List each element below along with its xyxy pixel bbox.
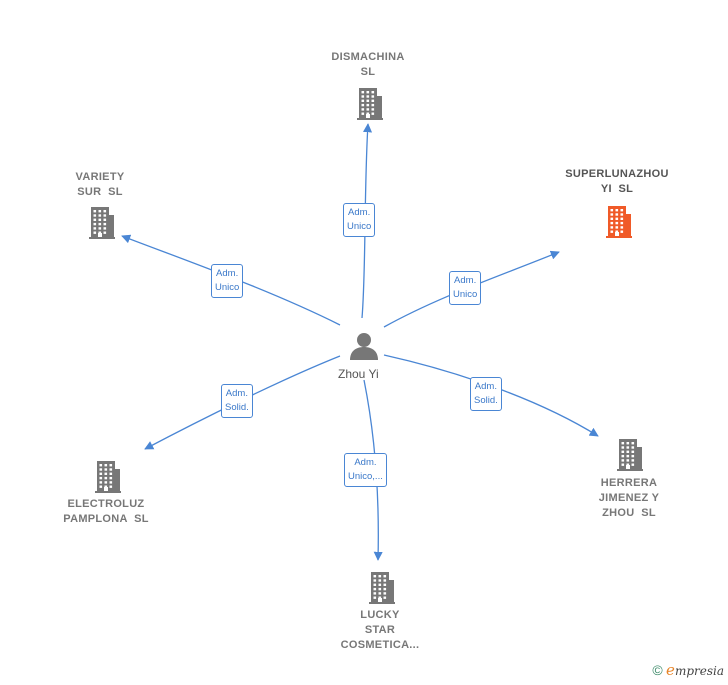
company-node-dismachina[interactable] [355,86,385,125]
center-person-name: Zhou Yi [338,367,379,381]
edge-label-lucky[interactable]: Adm.Unico,... [344,453,387,487]
company-node-superlunazhou[interactable] [604,204,634,243]
building-icon [617,439,643,471]
company-node-herrera[interactable] [615,437,645,476]
edge-label-electroluz[interactable]: Adm.Solid. [221,384,253,418]
edge-label-superlunazhou[interactable]: Adm.Unico [449,271,482,305]
edge-label-dismachina[interactable]: Adm.Unico [343,203,376,237]
person-icon [350,333,378,360]
company-node-variety[interactable] [87,205,117,244]
company-node-electroluz[interactable] [93,459,123,498]
center-person[interactable] [346,330,382,364]
building-icon [369,572,395,604]
company-node-lucky[interactable] [367,570,397,609]
edge-label-herrera[interactable]: Adm.Solid. [470,377,502,411]
building-icon [95,461,121,493]
building-icon [89,207,115,239]
building-icon [606,206,632,238]
brand-logo: © empresia [652,661,724,679]
building-icon [357,88,383,120]
copyright-icon: © [652,662,663,678]
edge-label-variety[interactable]: Adm.Unico [211,264,244,298]
